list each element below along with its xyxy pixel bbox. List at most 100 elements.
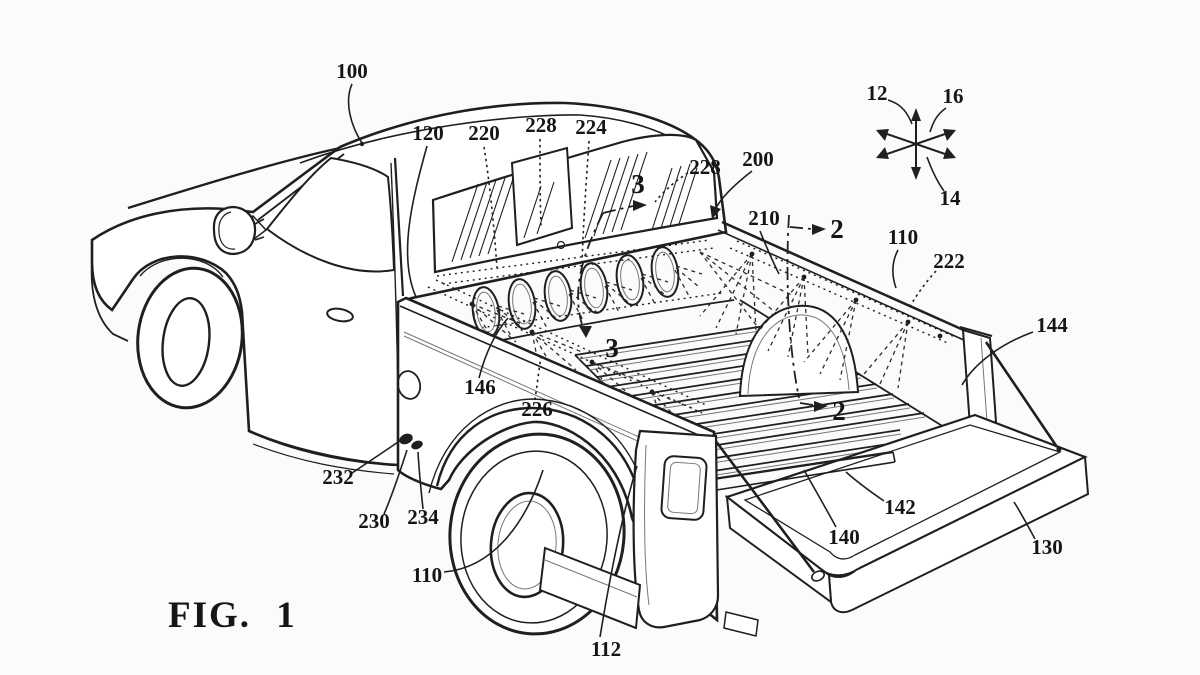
rear-window-hatching bbox=[451, 151, 698, 263]
door-bottom-line bbox=[248, 430, 398, 466]
leader-120 bbox=[406, 145, 428, 298]
bed-sill bbox=[699, 450, 896, 493]
section-2-arrow-top bbox=[812, 224, 826, 235]
ref-label-222: 222 bbox=[933, 249, 965, 273]
section-lines bbox=[577, 200, 828, 412]
ref-label-142: 142 bbox=[884, 495, 916, 519]
ref-label-110a: 110 bbox=[888, 225, 918, 249]
leader-230 bbox=[383, 449, 408, 515]
ref-label-230: 230 bbox=[358, 509, 390, 533]
ref-label-120: 120 bbox=[412, 121, 444, 145]
wheel-hump-inner bbox=[747, 314, 850, 395]
section-label-3-bed: 3 bbox=[605, 333, 619, 363]
leader-12 bbox=[887, 99, 913, 125]
leader-142 bbox=[845, 471, 885, 502]
rocker-line bbox=[252, 443, 395, 475]
leader-210 bbox=[759, 230, 780, 275]
mirror-bracket bbox=[254, 218, 265, 241]
side-mirror-inner bbox=[218, 211, 236, 250]
section-label-2-mid: 2 bbox=[832, 396, 846, 426]
sliding-window-panel bbox=[510, 146, 574, 247]
rear-bumper-step bbox=[544, 559, 638, 598]
hitch bbox=[723, 611, 759, 637]
rear-fender-flare bbox=[435, 406, 640, 491]
ref-label-100: 100 bbox=[336, 59, 368, 83]
rear-hub bbox=[489, 491, 565, 599]
b-pillar bbox=[393, 157, 405, 297]
leader-112 bbox=[599, 465, 638, 638]
leader-200 bbox=[714, 170, 753, 211]
tailgate-cables bbox=[710, 341, 1062, 573]
side-mirror bbox=[212, 205, 257, 256]
far-rail-nozzle-strip bbox=[729, 240, 956, 345]
front-bumper-edge bbox=[90, 261, 129, 342]
windshield-edge bbox=[127, 146, 341, 210]
wheel-hump bbox=[738, 304, 860, 398]
window-latch bbox=[556, 240, 566, 250]
section-label-3-top: 3 bbox=[631, 169, 645, 199]
rear-corner-post bbox=[959, 326, 998, 428]
cab-rear-window bbox=[431, 133, 719, 274]
ref-label-140: 140 bbox=[828, 525, 860, 549]
cable-anchor-hole bbox=[811, 570, 825, 582]
ref-label-210: 210 bbox=[748, 206, 780, 230]
rear-face-contour bbox=[644, 444, 650, 606]
tailgate-inner-border bbox=[743, 424, 1062, 560]
reference-numerals: 100 120 220 228 224 228 200 210 110 222 … bbox=[322, 59, 1068, 661]
rear-face-panel bbox=[632, 429, 720, 629]
ref-label-14: 14 bbox=[940, 186, 962, 210]
drain-nozzle bbox=[399, 433, 423, 450]
bulkhead-nozzle-strip bbox=[436, 239, 723, 333]
ref-label-224: 224 bbox=[575, 115, 607, 139]
far-cable-hook bbox=[1056, 446, 1062, 452]
figure-caption: FIG. 1 bbox=[168, 595, 297, 636]
leader-228a bbox=[539, 138, 542, 229]
ref-label-220: 220 bbox=[468, 121, 500, 145]
leader-16 bbox=[929, 107, 947, 133]
leader-234 bbox=[417, 451, 424, 510]
section-line-2 bbox=[786, 214, 814, 406]
rear-tire-inner-ring bbox=[460, 450, 608, 624]
ref-label-226: 226 bbox=[521, 397, 553, 421]
leader-14 bbox=[926, 156, 945, 192]
ref-label-234: 234 bbox=[407, 505, 439, 529]
near-rail-nozzle-strip bbox=[427, 279, 709, 414]
leader-lines bbox=[347, 83, 1036, 638]
direction-compass bbox=[876, 99, 956, 192]
front-hub bbox=[161, 297, 211, 387]
leader-100 bbox=[347, 83, 363, 144]
rear-fender-flare-outer bbox=[428, 398, 647, 496]
compass-arrowheads bbox=[876, 108, 956, 180]
door-handle bbox=[326, 307, 354, 323]
near-rail-nozzles bbox=[469, 301, 655, 395]
ref-label-200: 200 bbox=[742, 147, 774, 171]
taillight bbox=[660, 455, 708, 521]
leader-110b bbox=[443, 469, 544, 573]
tailgate-open bbox=[724, 413, 1090, 614]
ref-label-130: 130 bbox=[1031, 535, 1063, 559]
leader-220 bbox=[483, 146, 498, 269]
section-line-3 bbox=[577, 205, 634, 329]
sliding-window-hatch bbox=[523, 181, 555, 239]
section-3-arrow-bottom bbox=[579, 326, 592, 338]
ref-label-228b: 228 bbox=[689, 155, 721, 179]
ref-label-112: 112 bbox=[591, 637, 621, 661]
far-rail-nozzles bbox=[749, 251, 943, 339]
section-3-arrow-top bbox=[633, 200, 647, 211]
leader-144 bbox=[961, 331, 1034, 386]
ref-label-16: 16 bbox=[943, 84, 964, 108]
front-fender-arch-line bbox=[139, 257, 224, 278]
section-2-arrow-mid bbox=[814, 401, 828, 412]
ref-label-110b: 110 bbox=[412, 563, 442, 587]
leader-140 bbox=[803, 469, 837, 528]
section-label-2-top: 2 bbox=[830, 214, 844, 244]
leader-110a bbox=[892, 249, 899, 289]
bedside-rail-inner-line bbox=[399, 305, 711, 441]
ref-label-144: 144 bbox=[1036, 313, 1068, 337]
front-tire bbox=[136, 266, 244, 410]
ref-label-228a: 228 bbox=[525, 113, 557, 137]
far-cable bbox=[984, 341, 1059, 448]
leader-130 bbox=[1013, 501, 1036, 540]
